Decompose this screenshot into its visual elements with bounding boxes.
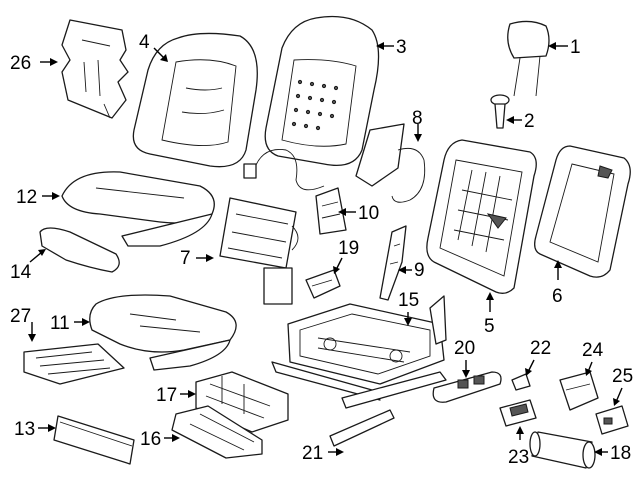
callout-25: 25	[612, 366, 633, 387]
callout-8: 8	[412, 108, 423, 129]
callout-26: 26	[10, 53, 31, 74]
callout-19: 19	[338, 238, 359, 259]
part-19-bracket	[305, 269, 341, 299]
callout-24: 24	[582, 340, 604, 361]
callout-labels: 1 2 3 4 5 6 7 8 9 10 11 12 13 14 15 16 1…	[10, 32, 633, 468]
part-12-seat-cushion-top	[61, 171, 215, 247]
part-15-seat-frame	[271, 295, 447, 409]
part-18-motor	[529, 431, 596, 469]
part-5-seatback-frame	[426, 139, 537, 294]
part-23-control-unit	[499, 399, 537, 427]
part-16-lower-rail	[171, 405, 263, 459]
part-4-seatback-cover	[132, 32, 258, 168]
callout-1: 1	[570, 37, 581, 58]
callout-23: 23	[508, 447, 529, 468]
callout-3: 3	[396, 37, 407, 58]
part-10-module	[315, 187, 347, 235]
callout-27: 27	[10, 306, 31, 327]
callout-12: 12	[16, 187, 37, 208]
part-27-heating-element	[23, 343, 125, 385]
callout-4: 4	[139, 32, 150, 53]
part-1-headrest	[507, 20, 550, 97]
callout-18: 18	[610, 443, 631, 464]
leader-lines	[28, 42, 623, 456]
part-13-trim-bar	[53, 415, 135, 465]
callout-5: 5	[484, 316, 495, 337]
callout-6: 6	[552, 286, 563, 307]
part-21-rail-cover	[329, 409, 395, 447]
callout-15: 15	[398, 290, 419, 311]
callout-13: 13	[14, 419, 35, 440]
part-6-rear-panel	[534, 145, 631, 278]
part-20-side-cover	[432, 371, 502, 403]
callout-21: 21	[302, 443, 323, 464]
part-26-back-panel	[61, 19, 129, 119]
wiring-harness	[243, 148, 325, 191]
callout-14: 14	[10, 262, 32, 283]
perforation-dots	[291, 79, 339, 131]
callout-2: 2	[524, 111, 535, 132]
callout-10: 10	[358, 203, 379, 224]
callout-22: 22	[530, 338, 551, 359]
callout-16: 16	[140, 429, 161, 450]
callout-9: 9	[414, 260, 425, 281]
callout-20: 20	[454, 338, 475, 359]
part-2-headrest-guide	[490, 94, 510, 129]
part-14-thigh-pad	[39, 227, 120, 273]
callout-17: 17	[156, 385, 177, 406]
part-9-side-trim	[379, 225, 407, 301]
part-11-seat-cushion-foam	[89, 294, 237, 371]
part-3-seatback-perforated	[264, 15, 380, 167]
part-22-switch	[511, 373, 531, 391]
part-7-lumbar-mat	[219, 197, 299, 305]
part-24-switch-assembly	[559, 371, 599, 411]
callout-11: 11	[50, 313, 70, 334]
part-8-side-airbag	[355, 123, 426, 203]
callout-7: 7	[180, 248, 191, 269]
part-25-switch	[595, 405, 629, 435]
